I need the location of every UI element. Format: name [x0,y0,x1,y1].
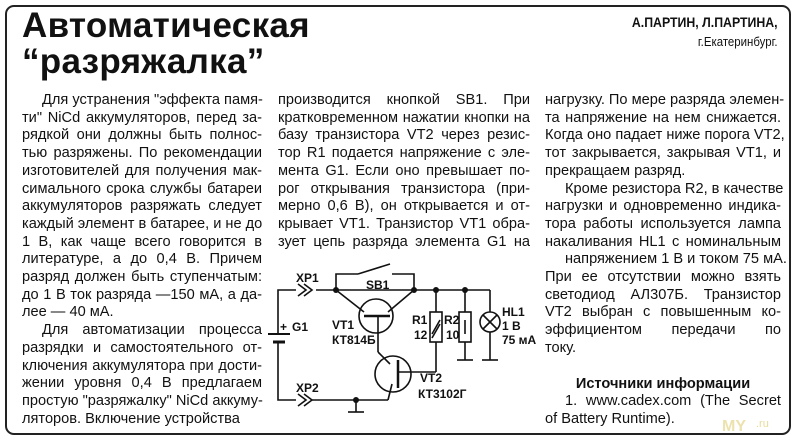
column-3: нагрузку. По мере разряда элемен-та напр… [545,92,787,429]
label-hl1: HL1 [502,305,525,319]
text-line: производится кнопкой SB1. При [278,92,530,108]
text-line: базу транзистора VT2 через резис- [278,127,530,144]
text-line: симального срока службы батареи [22,180,262,197]
label-vt1: VT1 [332,318,354,332]
text-line: кратковременном нажатии кнопки на [278,109,530,126]
text-line: мента G1. Если оно превышает по- [278,162,530,179]
source-item: 1. www.cadex.com (The Secret [565,393,781,410]
text-line: литературе, а до 0,4 В. Причем [22,251,262,268]
title-line-1: Автоматическая [22,6,310,45]
text-line: нагрузку. По мере разряда элемен- [545,92,785,108]
text-line: VT2 выбран с повышенным ко- [545,304,781,321]
text-line: каждый элемент в батарее, и не до [22,215,263,232]
circuit-schematic: XP1 XP2 + G1 SB1 VT1 КТ814Б VT2 КТ3102Г … [268,263,537,413]
sources-heading: Источники информации [575,375,751,392]
label-sb1: SB1 [366,278,390,292]
text-line: нагрузки и одновременно индика- [545,198,781,215]
text-line: Кроме резистора R2, в качестве [565,180,784,197]
label-xp2: XP2 [296,381,319,395]
text-line: та напряжение на нем снижается. [545,109,781,126]
label-hl1-current: 75 мА [502,333,537,347]
text-line: рог открывания транзистора (при- [278,180,530,197]
label-r2: R2 [444,313,460,327]
label-hl1-voltage: 1 В [502,319,521,333]
label-plus: + [280,320,287,334]
text-line: напряжением 1 В и током 75 мА. [565,251,787,268]
source-item-cont: of Battery Runtime). [545,410,675,427]
title-line-2: “разряжалка” [22,42,265,81]
text-line: до 1 В ток разряда —150 мА, а да- [22,286,262,303]
authors: А.ПАРТИН, Л.ПАРТИНА, [632,14,778,30]
text-line: ти" NiCd аккумуляторов, перед за- [22,109,262,126]
text-line: Для устранения "эффекта памя- [42,92,263,108]
watermark: MY [722,418,746,435]
text-line: При ее отсутствии можно взять [545,269,781,286]
text-line: тор R1 подается напряжение с эле- [278,145,530,162]
text-line: лее — 40 мА. [22,304,114,321]
label-r1: R1 [412,313,428,327]
text-line: рядкой они должны быть полнос- [22,127,262,144]
text-line: тью разряжены. По рекомендации [22,145,262,162]
label-vt2-type: КТ3102Г [418,387,467,401]
column-1: Для устранения "эффекта памя-ти" NiCd ак… [22,92,263,428]
text-line: тот закрывается, закрывая VT1, и [545,145,781,162]
text-line: мерно 0,6 В), он открывается и от- [278,198,530,215]
watermark-suffix: .ru [756,418,769,430]
label-xp1: XP1 [296,271,319,285]
text-line: тора работы используется лампа [545,215,781,232]
label-g1: G1 [292,320,308,334]
author-city: г.Екатеринбург. [698,34,778,49]
text-line: Когда оно падает ниже порога VT2, [545,127,785,144]
label-r1-value: 12 [414,328,428,342]
text-line: ляторов. Включение устройства [22,410,240,427]
text-line: эффициентом передачи по [545,322,781,339]
text-line: 1 В, как чаще всего говорится в [22,233,262,250]
text-line: изготовителей для получения мак- [22,162,262,179]
text-line: накаливания HL1 с номинальным [545,233,781,250]
label-vt2: VT2 [420,371,442,385]
text-line: зует цепь разряда элемента G1 на [278,233,530,250]
text-line: Для автоматизации процесса [42,322,262,339]
text-line: разрядки и самостоятельного от- [22,339,262,356]
text-line: току. [545,339,577,356]
article-frame [5,5,791,435]
text-line: жении уровня 0,4 В предлагаем [22,375,262,392]
text-line: простую "разряжалку" NiCd аккуму- [22,392,263,409]
label-r2-value: 10 [446,328,460,342]
text-line: светодиод АЛ307Б. Транзистор [545,286,781,303]
text-line: прекращаем разряд. [545,162,686,179]
label-vt1-type: КТ814Б [332,333,376,347]
text-line: разряд должен быть ступенчатым: [22,269,262,286]
text-line: ключения аккумулятора при дости- [22,357,262,374]
article-title: Автоматическая “разряжалка” [22,8,310,80]
text-line: крывает VT1. Транзистор VT1 обра- [278,215,530,232]
text-line: аккумуляторов разряжать следует [22,198,262,215]
